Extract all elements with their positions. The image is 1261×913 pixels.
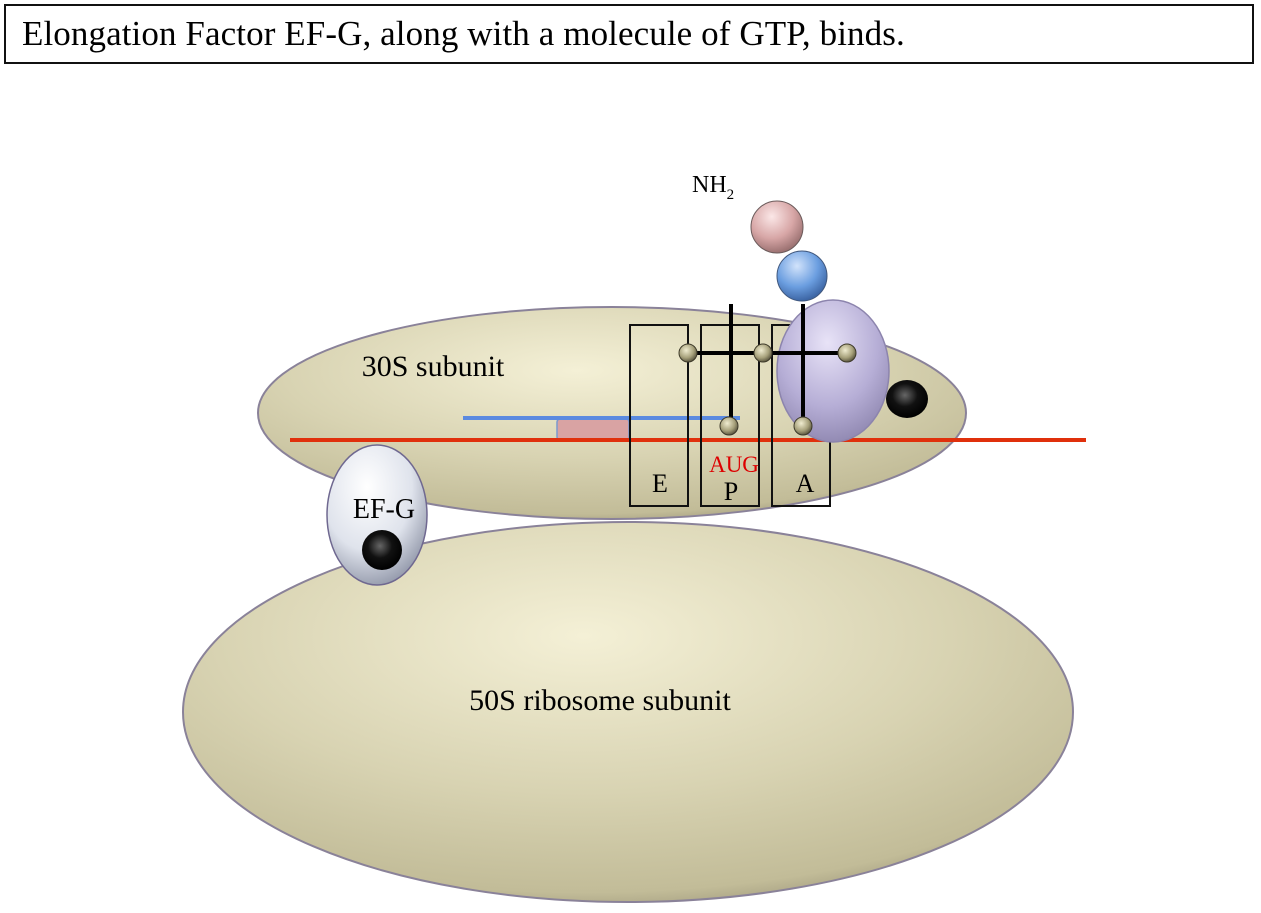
- gtp-molecule-icon: [886, 380, 928, 418]
- ef-g-factor: EF-G: [326, 444, 428, 586]
- amino-acid-blue: [776, 250, 828, 302]
- a-site-trna: [776, 299, 890, 443]
- ef-g-label: EF-G: [353, 494, 415, 525]
- ef-g-gtp-icon: [362, 530, 402, 570]
- p-site-label: P: [724, 477, 738, 506]
- trna-node: [753, 343, 773, 363]
- anticodon-node: [793, 416, 813, 436]
- a-site-label: A: [796, 469, 815, 498]
- amino-acid-pink: [750, 200, 804, 254]
- subunit-30s-label: 30S subunit: [362, 350, 505, 383]
- a-site-trna-cross: [763, 304, 847, 425]
- subunit-50s: 50S ribosome subunit: [182, 521, 1074, 903]
- e-site-box: [629, 324, 689, 507]
- anticodon-node: [719, 416, 739, 436]
- trna-node: [678, 343, 698, 363]
- codon-label: AUG: [709, 452, 759, 477]
- nh2-label: NH2: [692, 172, 734, 203]
- e-site-label: E: [652, 469, 668, 498]
- nh2-label-main: NH: [692, 172, 727, 198]
- slide-title: Elongation Factor EF-G, along with a mol…: [22, 14, 905, 53]
- nh2-label-subscript: 2: [727, 187, 735, 203]
- shine-dalgarno-sequence: [556, 418, 630, 441]
- trna-node: [837, 343, 857, 363]
- subunit-50s-label: 50S ribosome subunit: [469, 684, 731, 717]
- slide-title-box: Elongation Factor EF-G, along with a mol…: [4, 4, 1254, 64]
- p-site-trna: [688, 304, 763, 425]
